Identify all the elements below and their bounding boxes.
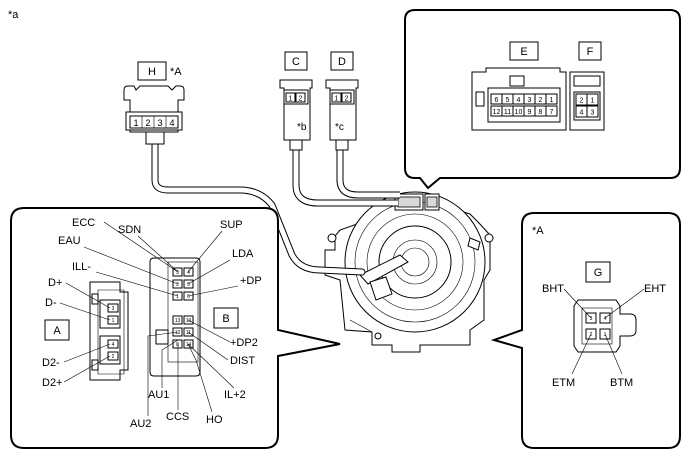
svg-text:8: 8 [176,342,179,348]
e-pin-9: 9 [528,109,532,116]
connector-f-label: F [587,46,594,58]
connector-h: H *A 1 2 3 4 [123,61,185,145]
signal-eau: EAU [58,235,81,247]
e-pin-1: 1 [550,97,554,104]
signal-d-minus: D- [45,297,57,309]
svg-text:10: 10 [186,318,192,324]
d-pin-2: 2 [345,96,349,103]
h-pin-1: 1 [133,118,138,128]
signal-bht: BHT [542,283,564,295]
callout-star-b: *b [297,122,307,133]
signal-au2: AU2 [130,418,151,430]
e-pin-7: 7 [550,109,554,116]
h-pin-3: 3 [157,118,162,128]
svg-text:6: 6 [187,294,190,300]
signal-ecc: ECC [72,217,95,229]
svg-text:2: 2 [112,354,115,360]
cables [151,141,400,276]
signal-dp2: +DP2 [230,337,258,349]
signal-il2: IL+2 [224,389,246,401]
e-pin-6: 6 [495,97,499,104]
signal-lda: LDA [232,248,254,260]
connector-h-label: H [148,66,156,78]
c-pin-2: 2 [299,96,303,103]
spiral-cable [324,191,494,353]
e-pin-3: 3 [528,97,532,104]
signal-dist: DIST [230,355,255,367]
e-pin-11: 11 [504,109,511,116]
callout-star-c: *c [335,122,344,133]
svg-text:4: 4 [187,270,190,276]
signal-eht: EHT [644,283,666,295]
svg-text:13: 13 [175,318,181,324]
f-pin-2: 2 [580,98,584,105]
figure-label: *a [8,9,19,21]
svg-text:3: 3 [112,306,115,312]
callout-star-a-top: *A [170,66,182,78]
e-pin-2: 2 [539,97,543,104]
svg-text:4: 4 [112,342,115,348]
svg-text:3: 3 [176,270,179,276]
svg-text:2: 2 [590,332,593,338]
signal-d2-plus: D2+ [42,377,63,389]
connector-g-label: G [594,267,603,279]
h-pin-4: 4 [169,118,174,128]
svg-text:5: 5 [187,282,190,288]
connector-d-label: D [338,56,346,68]
connector-a-label: A [53,325,61,337]
svg-text:1: 1 [176,294,179,300]
signal-d-plus: D+ [48,277,62,289]
svg-text:4: 4 [604,316,607,322]
e-pin-4: 4 [517,97,521,104]
svg-text:11: 11 [186,330,191,336]
svg-text:2: 2 [176,282,179,288]
zoom-box-e-f: E F 6 5 4 3 2 1 12 11 10 9 8 7 2 1 4 [404,9,681,190]
connector-c: C 1 2 *b [279,51,313,151]
connector-h-label-box [137,61,167,81]
h-pin-2: 2 [145,118,150,128]
signal-ill: ILL- [72,261,91,273]
callout-star-a-right: *A [532,225,544,237]
signal-sup: SUP [220,219,243,231]
svg-text:1: 1 [112,318,115,324]
f-pin-3: 3 [591,110,595,117]
connector-b-label: B [222,313,229,325]
svg-text:12: 12 [175,330,181,336]
signal-ccs: CCS [166,411,189,423]
connector-c-label: C [292,56,300,68]
signal-dp: +DP [240,275,262,287]
connector-e-label: E [520,46,527,58]
e-pin-12: 12 [493,109,501,116]
c-pin-1: 1 [289,96,293,103]
signal-d2-minus: D2- [42,357,60,369]
signal-ho: HO [206,414,223,426]
connector-d: D 1 2 *c [325,51,359,151]
zoom-box-a-b: 3 1 4 2 A D+ D- D2- D2+ 3 4 2 5 1 6 13 1… [10,207,341,449]
d-pin-1: 1 [335,96,339,103]
e-pin-8: 8 [539,109,543,116]
signal-etm: ETM [552,377,575,389]
signal-sdn: SDN [118,224,141,236]
signal-au1: AU1 [148,389,169,401]
e-pin-grid: 6 5 4 3 2 1 12 11 10 9 8 7 [490,93,558,117]
e-pin-5: 5 [506,97,510,104]
zoom-box-g: *A G 3 4 2 1 BHT EHT ETM BTM [490,212,681,449]
signal-btm: BTM [610,377,633,389]
svg-text:3: 3 [590,316,593,322]
e-pin-10: 10 [515,109,523,116]
f-pin-1: 1 [591,98,595,105]
f-pin-4: 4 [580,110,584,117]
